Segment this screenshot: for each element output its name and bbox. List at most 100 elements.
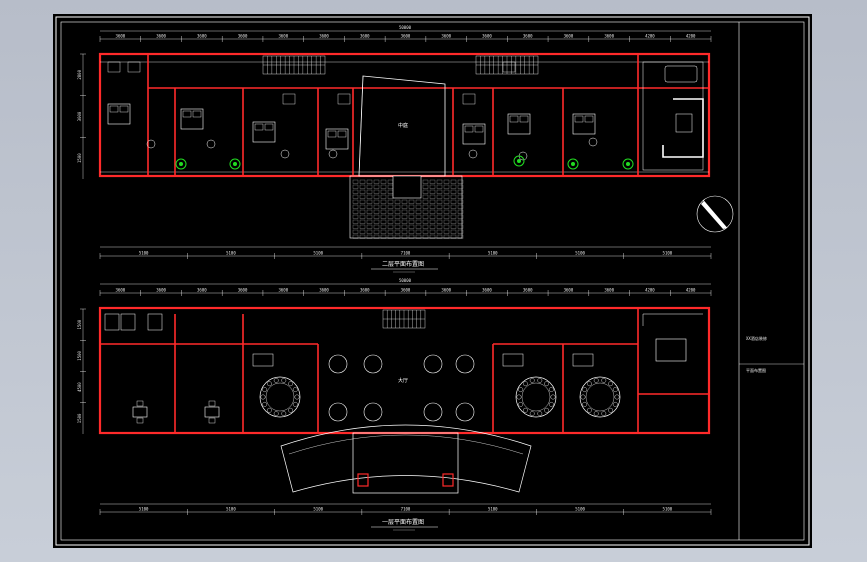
dimension-label: 5100 (139, 507, 149, 512)
entrance-porch (352, 432, 459, 494)
plan2-partitions (100, 308, 709, 433)
hall-stair-steps (383, 310, 425, 328)
bed-icon (572, 353, 594, 367)
dimension-label: 3600 (482, 34, 492, 39)
plant-center (517, 159, 521, 163)
dimension-label: 3600 (116, 34, 126, 39)
dimension-label: 7100 (401, 251, 411, 256)
bathroom-fixture (462, 93, 476, 105)
plan1-stair-steps-left (263, 56, 325, 74)
plant-icon (622, 158, 634, 170)
plant-icon (567, 158, 579, 170)
hall-label: 大厅 (398, 377, 408, 384)
column-icon (363, 354, 383, 374)
dimension-label: 3600 (197, 34, 207, 39)
bathroom-fixture (337, 93, 351, 105)
hall-columns (328, 354, 475, 422)
table-icon (328, 149, 338, 159)
column-icon (363, 402, 383, 422)
dimension-label: 4200 (645, 288, 655, 293)
plan1-outer-wall (98, 52, 711, 178)
dimension-label: 5100 (575, 507, 585, 512)
plan1-stair-steps-right (476, 56, 538, 74)
outer-frame (55, 16, 810, 546)
plan1-furniture (107, 61, 598, 161)
dimension-label: 3600 (604, 34, 614, 39)
dimension-label: 4200 (686, 288, 696, 293)
plant-icon (175, 158, 187, 170)
entrance-canopy (280, 424, 532, 493)
plant-center (179, 162, 183, 166)
round-table-icon (515, 376, 557, 418)
column-icon (423, 402, 443, 422)
dimension-label: 5100 (226, 507, 236, 512)
plant-icon (513, 155, 525, 167)
dimension-label: 3600 (319, 288, 329, 293)
dimension-label: 5100 (663, 507, 673, 512)
dimension-label: 7100 (401, 507, 411, 512)
plan1-caption: 二层平面布置图 (382, 260, 424, 268)
coffee-table (675, 113, 693, 133)
plan1-partitions (147, 54, 639, 176)
dimension-label: 3600 (238, 34, 248, 39)
column-icon (328, 354, 348, 374)
dimension-label: 4200 (645, 34, 655, 39)
plan2-furniture (132, 353, 594, 424)
bathroom-fixture (502, 61, 516, 73)
north-arrow-icon (696, 195, 734, 233)
dimension-label: 5100 (313, 507, 323, 512)
dimension-label: 3600 (401, 288, 411, 293)
plan1-total-dim: 50000 (399, 25, 412, 30)
bathroom-fixture (107, 61, 121, 73)
dimension-label: 3600 (197, 288, 207, 293)
dimension-label: 3600 (564, 288, 574, 293)
lounge-room (642, 61, 704, 171)
table-icon (588, 137, 598, 147)
bed-icon (502, 353, 524, 367)
dimension-label: 3600 (482, 288, 492, 293)
dimension-label: 3600 (564, 34, 574, 39)
desk-icon (204, 406, 220, 418)
dimension-label: 5100 (488, 507, 498, 512)
entrance-paving-pattern (352, 179, 464, 239)
dimension-label: 4200 (686, 34, 696, 39)
dimension-label: 3600 (441, 288, 451, 293)
plan2-bottom-dimensions: 5100 5100 5100 7100 5100 5100 5100 (99, 507, 712, 515)
title-block-line1: XX酒店装修 (746, 335, 767, 341)
dimension-label: 3600 (360, 288, 370, 293)
dimension-label: 3600 (238, 288, 248, 293)
dimension-label: 5100 (226, 251, 236, 256)
column-icon (455, 354, 475, 374)
dimension-label: 5100 (488, 251, 498, 256)
plan1-plants (175, 155, 634, 170)
dimension-label: 3600 (156, 288, 166, 293)
dimension-label: 2800 (77, 69, 82, 79)
table-icon (146, 139, 156, 149)
dimension-label: 1500 (77, 413, 82, 423)
bed-icon (252, 353, 274, 367)
meeting-table (664, 65, 698, 83)
toilet-cubicles (104, 313, 163, 331)
atrium-label: 中庭 (398, 122, 408, 129)
reception-desk (655, 338, 687, 362)
dimension-label: 3600 (116, 288, 126, 293)
dimension-label: 3600 (319, 34, 329, 39)
bed-icon (572, 113, 596, 135)
bed-icon (507, 113, 531, 135)
dimension-label: 3600 (156, 34, 166, 39)
plan2-outer-wall (98, 306, 711, 435)
dimension-label: 5100 (663, 251, 673, 256)
round-table-icon (259, 376, 301, 418)
dimension-label: 3600 (401, 34, 411, 39)
dimension-label: 5100 (313, 251, 323, 256)
plan2-top-dimensions: 3600 3600 3600 3600 3600 3600 3600 3600 3600 3600… (99, 288, 712, 296)
bed-icon (325, 128, 349, 150)
plan2-caption: 一层平面布置图 (382, 518, 424, 526)
bathroom-fixture (282, 93, 296, 105)
dimension-label: 3600 (278, 288, 288, 293)
